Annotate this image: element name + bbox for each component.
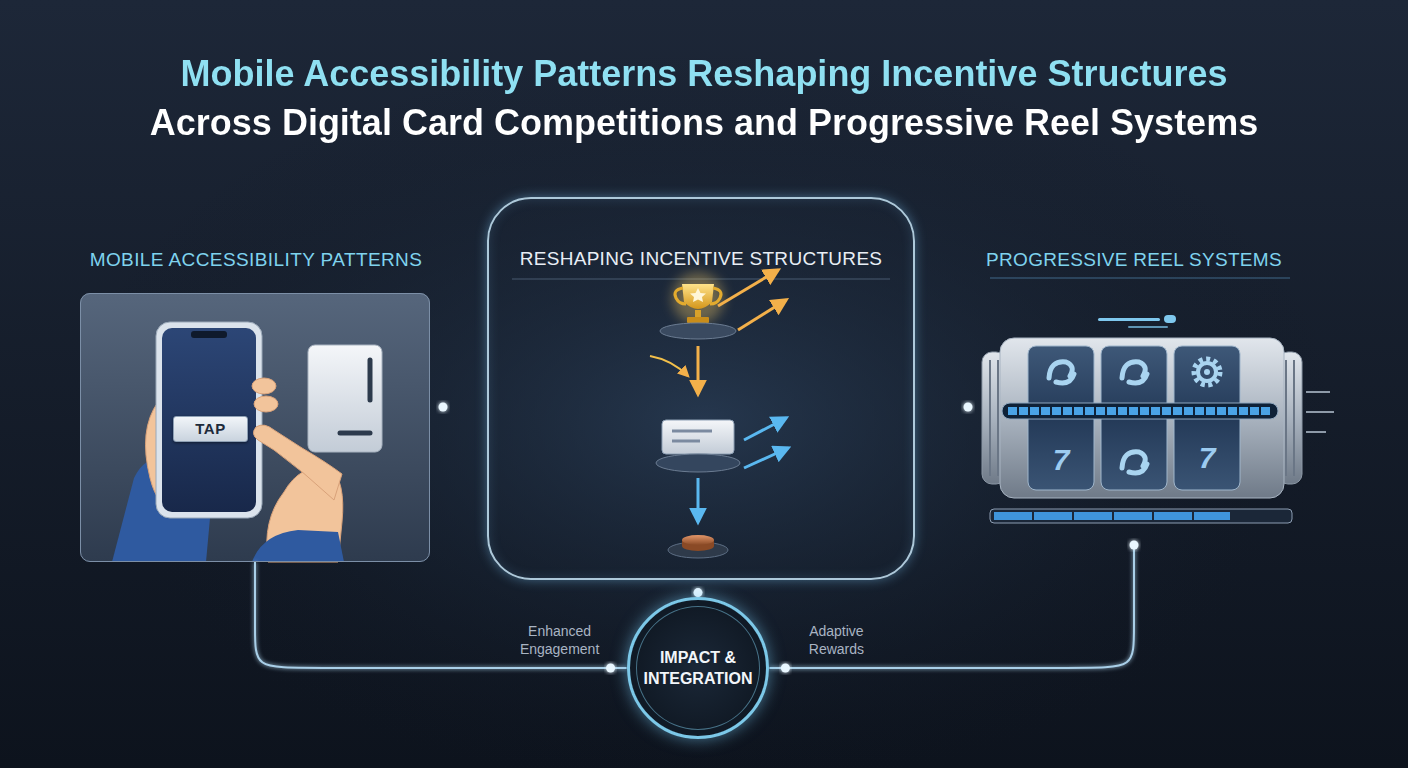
incentive-illustration — [744, 418, 786, 440]
edge-label: Enhanced Engagement — [515, 622, 605, 658]
reel-symbol: 7 — [1053, 444, 1070, 476]
card-icon — [308, 345, 382, 452]
incentive-illustration — [650, 356, 688, 376]
reel-illustration — [1122, 452, 1147, 473]
card-icon — [340, 431, 370, 436]
panel-fill — [80, 293, 430, 562]
incentive-illustration — [682, 284, 714, 309]
connector-line — [769, 545, 1134, 668]
reel-illustration — [1098, 318, 1160, 321]
reel-illustration — [997, 360, 999, 476]
pattern-panel: MOBILE ACCESSIBILITY PATTERNSTAP — [80, 293, 430, 562]
phone-illustration — [252, 530, 344, 562]
label-anchor: Enhanced Engagement — [515, 622, 605, 658]
incentive-illustration — [687, 317, 709, 323]
incentive-illustration — [697, 346, 700, 394]
reel-illustration — [1204, 369, 1210, 375]
phone-illustration — [254, 396, 278, 412]
incentive-frame: RESHAPING INCENTIVE STRUCTURES — [487, 197, 915, 580]
incentive-illustration — [512, 270, 890, 558]
incentive-illustration — [682, 535, 714, 545]
reel-illustration — [1049, 362, 1074, 383]
card-icon — [368, 360, 373, 400]
incentive-illustration — [718, 270, 778, 306]
reel-illustration — [990, 509, 1292, 523]
tap-button: TAP — [173, 416, 248, 442]
reel-symbol: 7 — [1199, 442, 1216, 474]
incentive-illustration — [672, 272, 724, 324]
connector-line — [255, 562, 627, 668]
label-anchor: 7 — [1199, 442, 1216, 474]
incentive-illustration — [695, 310, 701, 318]
diagram-title: Mobile Accessibility Patterns Reshaping … — [146, 49, 1263, 147]
incentive-illustration — [690, 288, 706, 302]
phone-illustration — [156, 322, 262, 518]
section-heading: MOBILE ACCESSIBILITY PATTERNS — [36, 248, 476, 272]
incentive-illustration — [660, 323, 736, 339]
reel-illustration — [1306, 411, 1334, 413]
incentive-illustration — [744, 448, 788, 468]
connector-dot — [781, 663, 790, 672]
reel-illustration — [1164, 315, 1176, 323]
incentive-illustration — [656, 454, 740, 472]
incentive-illustration — [738, 300, 786, 330]
panel-fill — [80, 293, 430, 562]
section-heading: PROGRESSIVE REEL SYSTEMS — [986, 248, 1282, 272]
reel-illustration — [1128, 326, 1168, 328]
incentive-illustration — [672, 440, 700, 443]
edge-label: Adaptive Rewards — [791, 622, 881, 658]
incentive-illustration — [675, 288, 686, 304]
phone-illustration — [191, 331, 227, 338]
connector-dot — [693, 588, 702, 597]
reel-group: PROGRESSIVE REEL SYSTEMS — [968, 240, 1300, 545]
reel-illustration — [990, 278, 1290, 279]
connector-dot — [439, 403, 448, 412]
connector-dot — [964, 403, 973, 412]
reel-illustration — [1000, 338, 1284, 498]
reel-illustration — [1194, 359, 1220, 385]
reel-illustration — [1198, 363, 1216, 381]
impact-hub: IMPACT & INTEGRATION — [627, 597, 770, 740]
phone-illustration — [162, 328, 256, 512]
connector-line — [915, 406, 968, 408]
reel-illustration — [1002, 403, 1278, 419]
incentive-illustration — [662, 420, 734, 454]
reel-illustration — [982, 278, 1334, 523]
connector-dot — [606, 663, 615, 672]
background — [64, 50, 1344, 768]
reel-illustration — [1122, 362, 1147, 383]
reel-illustration — [1306, 431, 1326, 433]
reel-illustration — [1285, 360, 1287, 476]
button-label: TAP — [195, 420, 225, 438]
label-anchor: Adaptive Rewards — [791, 622, 881, 658]
reel-illustration — [1293, 360, 1295, 476]
hub-label: IMPACT & INTEGRATION — [643, 647, 752, 689]
reel-illustration — [1008, 407, 1272, 415]
incentive-illustration — [710, 288, 721, 304]
incentive-illustration — [672, 430, 712, 433]
reel-illustration — [994, 512, 1230, 520]
label-anchor: 7 — [1053, 444, 1070, 476]
section-heading: RESHAPING INCENTIVE STRUCTURES — [520, 247, 883, 271]
connector-dot — [1130, 541, 1139, 550]
reel-illustration — [1306, 391, 1330, 393]
phone-illustration — [252, 378, 276, 394]
card-icon — [308, 345, 382, 452]
reel-illustration — [989, 360, 991, 476]
incentive-illustration — [697, 478, 700, 522]
